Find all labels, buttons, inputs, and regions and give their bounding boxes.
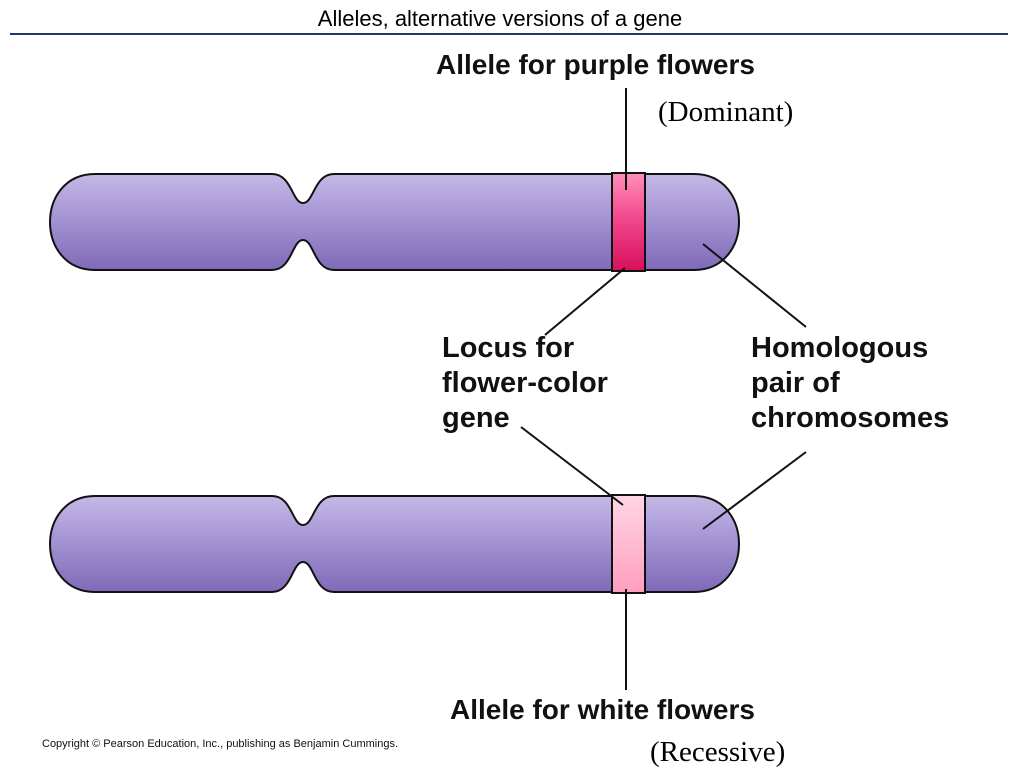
label-dominant: (Dominant) bbox=[658, 96, 794, 128]
label-allele-white: Allele for white flowers bbox=[450, 694, 755, 725]
slide-title: Alleles, alternative versions of a gene bbox=[317, 6, 683, 31]
chromosome-top bbox=[49, 172, 740, 272]
label-locus: Locus for flower-color gene bbox=[442, 331, 608, 435]
leader-line-homologous-top bbox=[702, 243, 807, 328]
copyright-notice: Copyright © Pearson Education, Inc., pub… bbox=[42, 738, 399, 750]
chromosome-bottom-body bbox=[49, 495, 740, 593]
label-allele-purple: Allele for purple flowers bbox=[436, 49, 755, 80]
recessive-allele-band bbox=[611, 494, 646, 594]
chromosome-top-body bbox=[49, 173, 740, 271]
leader-line-locus-bottom bbox=[520, 426, 624, 506]
label-locus-line-1: Locus for bbox=[442, 332, 575, 364]
label-recessive: (Recessive) bbox=[650, 736, 786, 768]
chromosome-bottom bbox=[49, 494, 740, 594]
label-homologous: Homologous pair of chromosomes bbox=[751, 331, 949, 435]
dominant-allele-band bbox=[611, 172, 646, 272]
leader-line-homologous-bottom bbox=[702, 451, 807, 530]
label-locus-line-2: flower-color bbox=[442, 366, 608, 399]
label-locus-line-3: gene bbox=[442, 401, 510, 434]
label-homologous-line-1: Homologous bbox=[751, 332, 929, 364]
leader-line-locus-top bbox=[544, 267, 626, 336]
label-homologous-line-3: chromosomes bbox=[751, 401, 950, 434]
label-homologous-line-2: pair of bbox=[751, 366, 840, 399]
title-divider bbox=[10, 33, 1008, 35]
